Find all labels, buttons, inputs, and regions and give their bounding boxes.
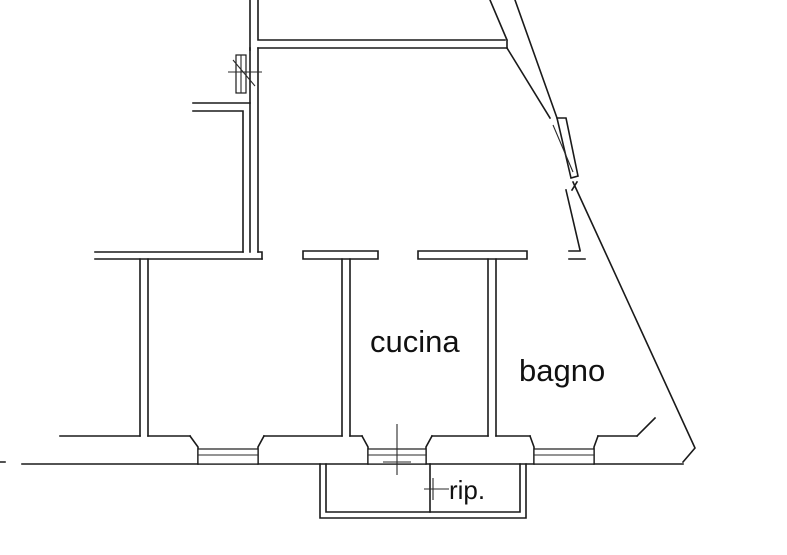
corridor-window (228, 54, 262, 94)
room-label-storage: rip. (449, 475, 486, 505)
storage-room (319, 424, 527, 519)
partition-caps (302, 250, 586, 260)
corridor-walls (94, 47, 263, 260)
room-label-kitchen: cucina (370, 324, 460, 359)
upper-room-walls (249, 0, 509, 51)
room-partitions (59, 258, 638, 437)
exterior-diagonal-wall (505, 0, 696, 464)
room-label-bathroom: bagno (519, 353, 606, 388)
